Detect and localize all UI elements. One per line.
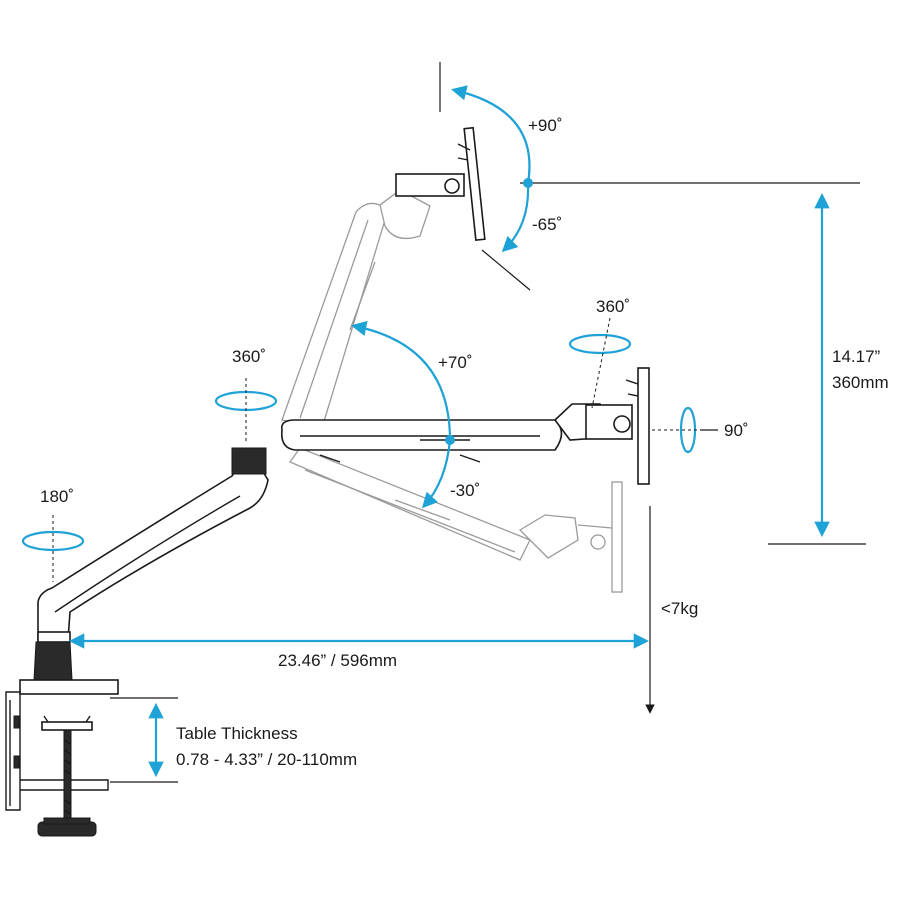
dimension-lines xyxy=(110,62,866,783)
raised-arm-ghost xyxy=(281,126,486,429)
main-arm xyxy=(280,367,650,485)
swivel-base-label: 180˚ xyxy=(40,487,74,506)
weight-label: <7kg xyxy=(661,599,698,618)
tilt-down-label: -65˚ xyxy=(532,215,562,234)
elbow-raise-label: +70˚ xyxy=(438,353,473,372)
reach-label: 23.46” / 596mm xyxy=(278,651,397,670)
height-label: 14.17” xyxy=(832,347,881,366)
lowered-arm-ghost xyxy=(289,447,623,593)
rotate-label: 90˚ xyxy=(724,421,749,440)
height-mm-label: 360mm xyxy=(832,373,889,392)
motion-arrows xyxy=(21,85,830,778)
swivel-elbow-label: 360˚ xyxy=(232,347,266,366)
table-thickness-title: Table Thickness xyxy=(176,724,298,743)
swivel-head-label: 360˚ xyxy=(596,297,630,316)
lower-arm xyxy=(19,447,269,695)
tilt-up-label: +90˚ xyxy=(528,116,563,135)
elbow-lower-label: -30˚ xyxy=(450,481,480,500)
desk-clamp xyxy=(5,691,109,837)
table-thickness-range: 0.78 - 4.33” / 20-110mm xyxy=(176,750,357,769)
